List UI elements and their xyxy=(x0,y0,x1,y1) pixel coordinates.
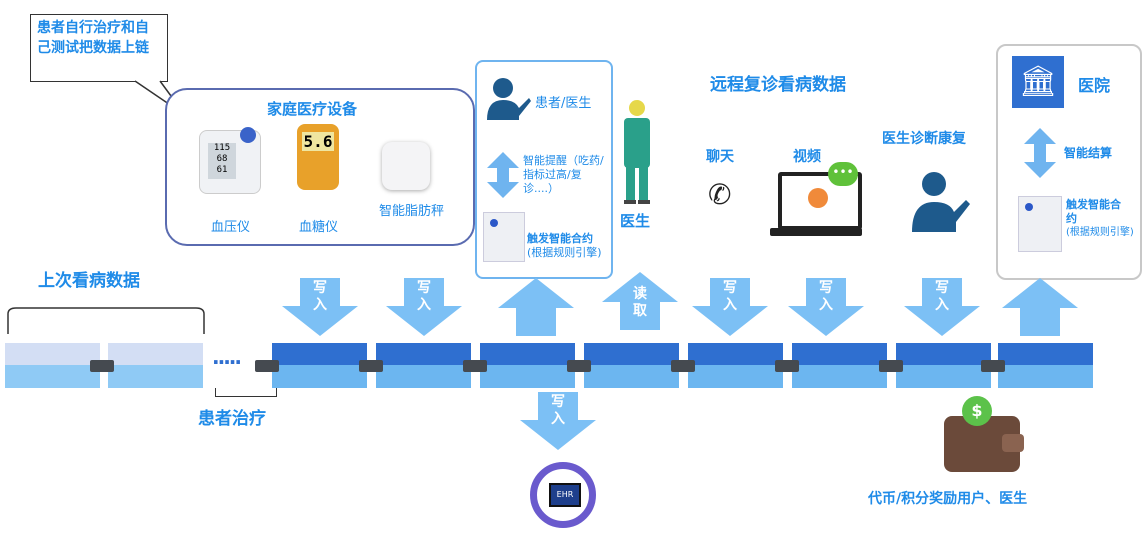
home-devices-title: 家庭医疗设备 xyxy=(267,100,358,118)
patient-doctor-icon xyxy=(487,78,531,120)
arrow-label: 写入 xyxy=(417,280,431,313)
contract-document-icon xyxy=(1018,196,1062,252)
last-visit-brace xyxy=(7,307,205,334)
arrow-label: 读取 xyxy=(633,286,647,319)
chain-link xyxy=(981,360,1005,372)
remote-title: 远程复诊看病数据 xyxy=(710,75,846,95)
write-arrow-down: 写入 xyxy=(520,392,596,452)
write-arrow-down: 写入 xyxy=(282,278,358,338)
chain-block xyxy=(584,343,679,388)
chain-block-past xyxy=(5,343,100,388)
contract-note: (根据规则引擎) xyxy=(527,246,602,259)
arrow-label: 写入 xyxy=(313,280,327,313)
read-arrow-up: 读取 xyxy=(602,272,678,332)
doctor-figure-icon xyxy=(624,100,650,204)
arrow-label: 写入 xyxy=(551,394,565,427)
chain-link xyxy=(463,360,487,372)
hospital-contract: 触发智能合 xyxy=(1066,198,1121,211)
chain-block xyxy=(998,343,1093,388)
chain-block xyxy=(792,343,887,388)
patient-panel: 患者/医生 智能提醒（吃药/指标过高/复诊....） 触发智能合约 (根据规则引… xyxy=(475,60,613,279)
treatment-brace xyxy=(215,388,277,397)
coin-icon: $ xyxy=(962,396,992,426)
chain-block-past xyxy=(108,343,203,388)
bp-reading: 115 xyxy=(213,143,231,153)
chain-block xyxy=(896,343,991,388)
doctor-diagnosis-icon xyxy=(912,172,970,232)
contract-trigger: 触发智能合约 xyxy=(527,232,593,245)
chain-link xyxy=(90,360,114,372)
wallet-icon xyxy=(944,416,1024,472)
chain-block xyxy=(272,343,367,388)
callout-text: 患者自行治疗和自己测试把数据上链 xyxy=(37,20,149,56)
upload-arrow-up xyxy=(1002,278,1078,338)
glucose-reading: 5.6 xyxy=(302,132,334,151)
video-label: 视频 xyxy=(793,149,821,165)
chain-link xyxy=(255,360,279,372)
write-arrow-down: 写入 xyxy=(788,278,864,338)
diagnosis-label: 医生诊断康复 xyxy=(882,131,966,147)
arrow-label: 写入 xyxy=(935,280,949,313)
chain-link xyxy=(775,360,799,372)
device-label-scale: 智能脂肪秤 xyxy=(379,204,445,219)
smart-scale-icon xyxy=(382,142,430,190)
reward-label: 代币/积分奖励用户、医生 xyxy=(868,491,1028,507)
chat-label: 聊天 xyxy=(706,149,734,165)
hospital-contract-note: (根据规则引擎) xyxy=(1066,227,1134,238)
glucose-meter-icon: 5.6 xyxy=(297,124,339,190)
write-arrow-down: 写入 xyxy=(904,278,980,338)
arrow-label: 写入 xyxy=(723,280,737,313)
contract-document-icon xyxy=(483,212,525,262)
hospital-name: 医院 xyxy=(1078,76,1111,95)
bp-reading: 68 xyxy=(216,154,228,164)
smart-settlement: 智能结算 xyxy=(1064,146,1113,160)
chain-link xyxy=(671,360,695,372)
hospital-icon: 🏛 xyxy=(1012,56,1064,108)
doctor-label: 医生 xyxy=(620,212,651,230)
double-arrow-icon xyxy=(487,152,519,198)
chain-link xyxy=(567,360,591,372)
smart-reminder: 智能提醒（吃药/指标过高/复诊....） xyxy=(523,154,604,195)
bp-reading: 61 xyxy=(216,165,228,175)
chain-block xyxy=(480,343,575,388)
write-arrow-down: 写入 xyxy=(692,278,768,338)
video-laptop-base xyxy=(770,228,862,236)
callout-bubble: 患者自行治疗和自己测试把数据上链 xyxy=(30,14,168,82)
hospital-panel: 🏛 医院 智能结算 触发智能合 约 (根据规则引擎) xyxy=(996,44,1142,280)
chain-block xyxy=(688,343,783,388)
patient-role: 患者/医生 xyxy=(535,96,592,111)
chat-bubble-icon: ••• xyxy=(828,162,858,186)
ehr-label: EHR xyxy=(549,483,581,507)
phone-chat-icon: ✆ xyxy=(708,178,732,211)
chain-link xyxy=(879,360,903,372)
device-label-bp: 血压仪 xyxy=(211,220,251,235)
upload-arrow-up xyxy=(498,278,574,338)
treatment-label: 患者治疗 xyxy=(198,409,266,429)
chain-block xyxy=(376,343,471,388)
last-visit-label: 上次看病数据 xyxy=(38,271,140,291)
chain-link xyxy=(359,360,383,372)
double-arrow-icon xyxy=(1024,128,1056,178)
device-label-glucose: 血糖仪 xyxy=(299,220,339,235)
chain-ellipsis: ····· xyxy=(212,350,242,374)
write-arrow-down: 写入 xyxy=(386,278,462,338)
arrow-label: 写入 xyxy=(819,280,833,313)
ehr-icon: EHR xyxy=(530,462,596,528)
hospital-contract-2: 约 xyxy=(1066,212,1077,225)
